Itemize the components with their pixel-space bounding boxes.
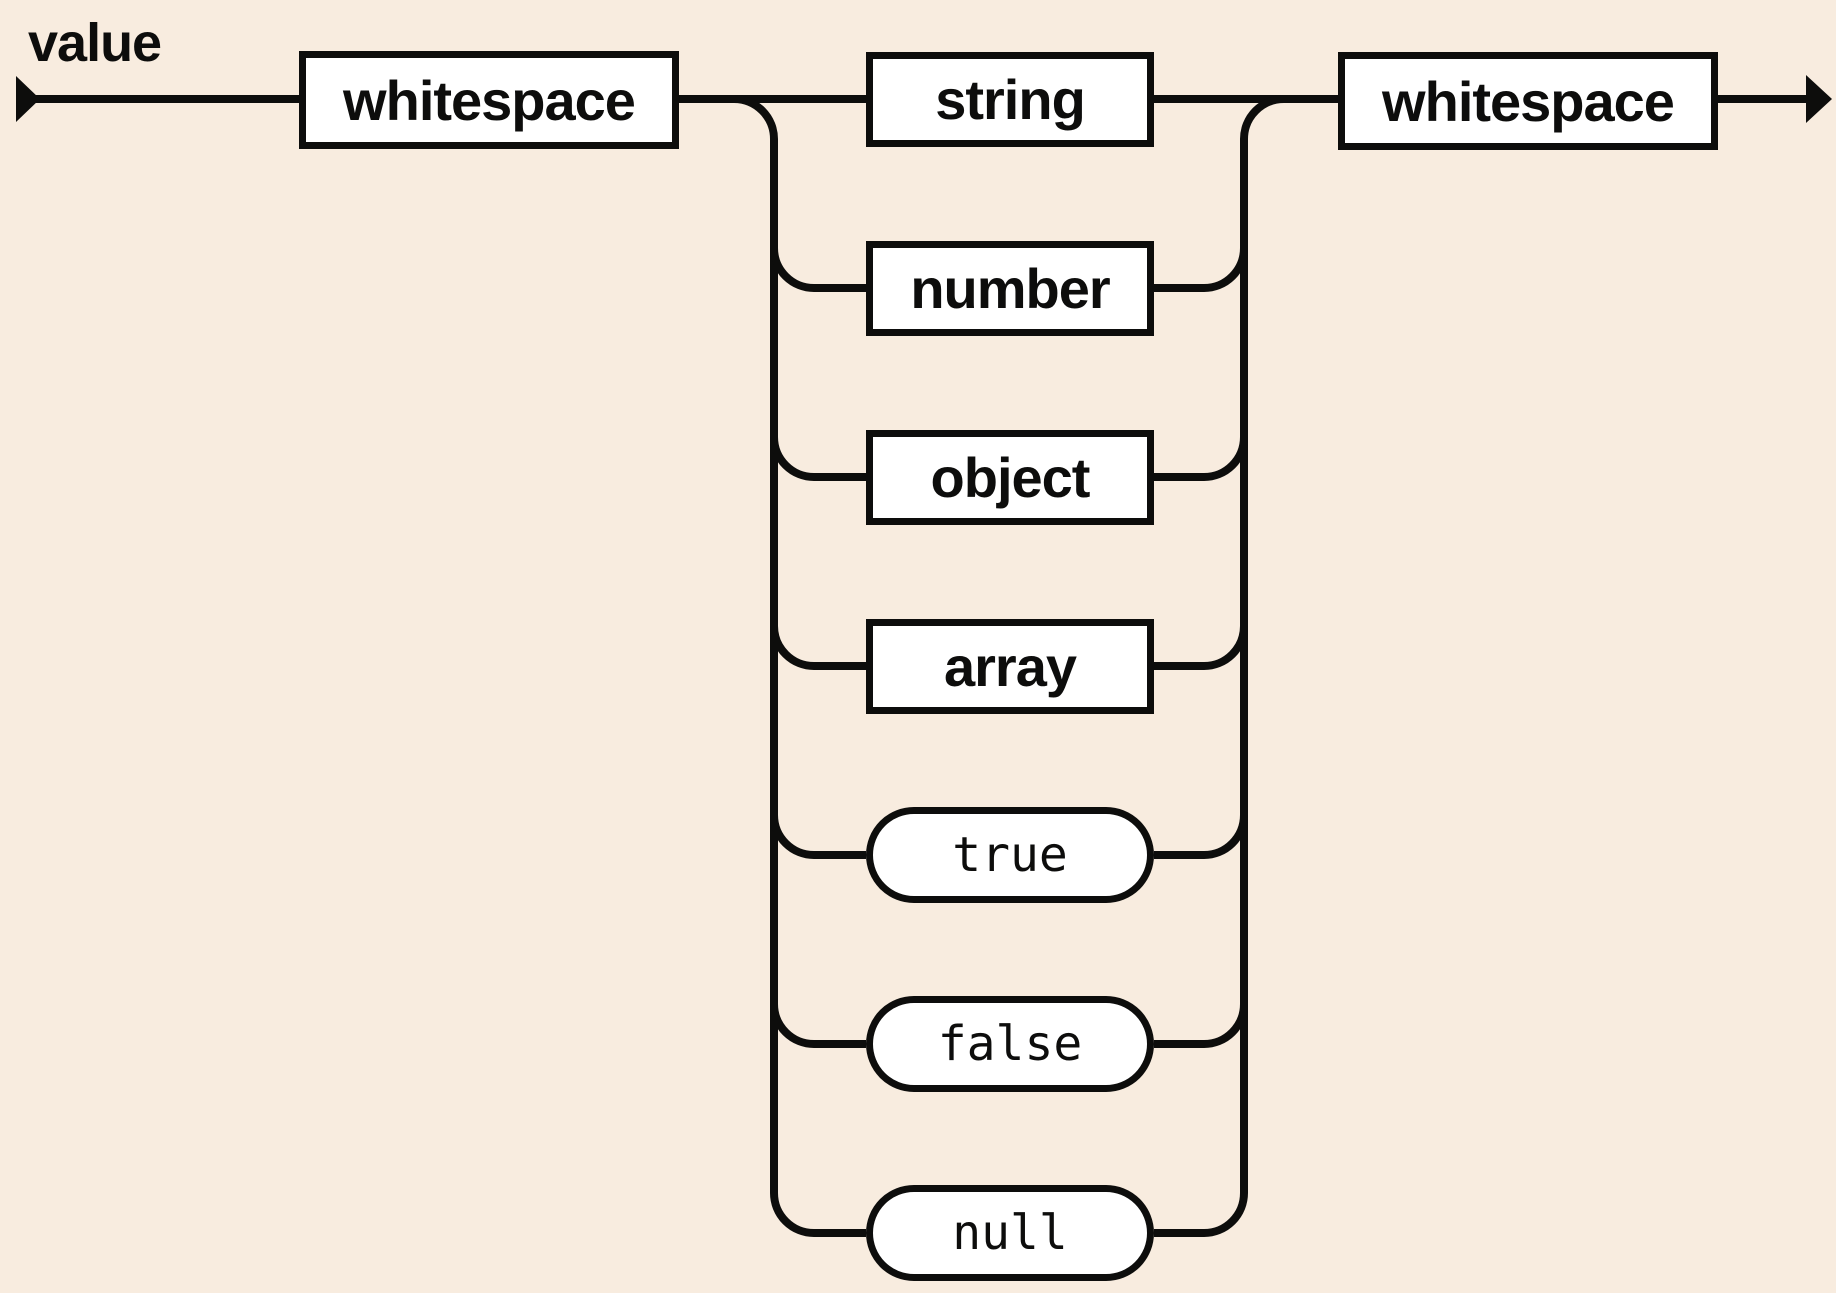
node-label: array [943, 635, 1077, 698]
node-array: array [866, 619, 1154, 714]
node-whitespace-pre: whitespace [299, 51, 679, 149]
wire [1203, 625, 1248, 670]
wire [733, 95, 778, 140]
node-true: true [866, 807, 1154, 903]
wire [770, 625, 815, 670]
node-label: false [937, 1016, 1083, 1072]
node-label: null [952, 1205, 1068, 1261]
end-arrow-icon [1806, 75, 1832, 123]
node-label: object [930, 446, 1091, 509]
wire [770, 247, 815, 292]
node-label: number [910, 257, 1110, 320]
wire [770, 814, 815, 859]
node-whitespace-post: whitespace [1338, 52, 1718, 150]
wire [1203, 1192, 1248, 1237]
node-label: string [935, 68, 1086, 131]
wire [1203, 1003, 1248, 1048]
wire [1240, 95, 1285, 140]
node-string: string [866, 52, 1154, 147]
node-label: true [952, 827, 1068, 883]
rule-name-label: value [28, 13, 162, 73]
node-label: whitespace [1382, 69, 1675, 133]
wire [1203, 436, 1248, 481]
node-null: null [866, 1185, 1154, 1281]
node-object: object [866, 430, 1154, 525]
wire [1203, 247, 1248, 292]
wire [770, 1003, 815, 1048]
start-arrow-icon [16, 76, 40, 122]
node-label: whitespace [343, 68, 636, 132]
node-number: number [866, 241, 1154, 336]
node-false: false [866, 996, 1154, 1092]
wire [770, 436, 815, 481]
wire [770, 1192, 815, 1237]
wire [1203, 814, 1248, 859]
